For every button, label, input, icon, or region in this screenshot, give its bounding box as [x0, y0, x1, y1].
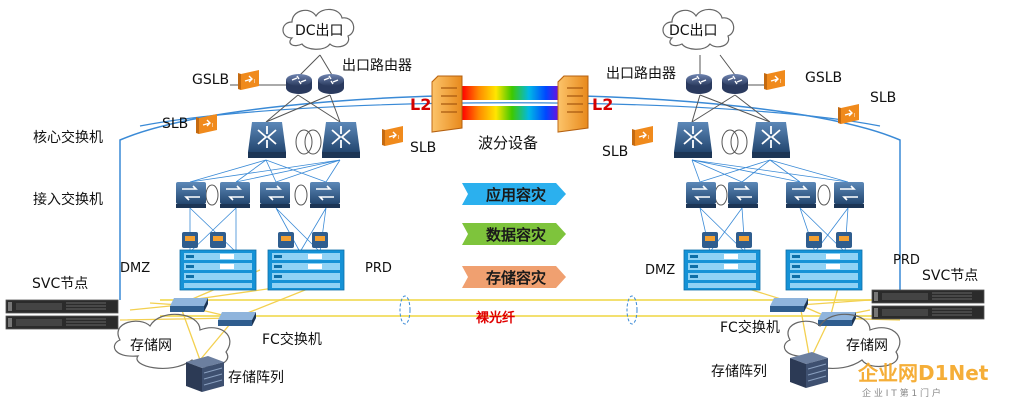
right-storage-array-label: 存储阵列 — [711, 364, 767, 380]
firewall-icon — [836, 232, 852, 248]
wdm-device-label: 波分设备 — [478, 134, 538, 152]
left-slb-label: SLB — [162, 116, 188, 132]
right-gslb-label: GSLB — [805, 70, 842, 86]
l2-left-label: L2 — [410, 95, 431, 114]
access-switch-icon — [727, 181, 759, 209]
dr-storage-badge: 存储容灾 — [462, 266, 566, 288]
left-prd-label: PRD — [365, 261, 392, 276]
server-rack-icon — [267, 249, 345, 291]
storage-array-icon — [789, 351, 829, 389]
left-core-switch-label: 核心交换机 — [33, 129, 103, 146]
svc-server-icon — [871, 289, 985, 304]
left-dmz-label: DMZ — [120, 261, 150, 276]
dark-fiber-label: 裸光纤 — [476, 310, 515, 326]
link-lines — [119, 54, 901, 361]
right-slb-label: SLB — [870, 90, 896, 106]
right-exit-router-label: 出口路由器 — [606, 66, 676, 82]
left-svc-node-label: SVC节点 — [32, 276, 88, 292]
dr-data-label: 数据容灾 — [486, 226, 547, 244]
core-switch-icon — [247, 121, 287, 159]
core-switch-icon — [751, 121, 791, 159]
left-dc-exit-label: DC出口 — [295, 23, 344, 39]
dr-storage-label: 存储容灾 — [486, 269, 547, 287]
firewall-icon — [736, 232, 752, 248]
core-switch-icon — [321, 121, 361, 159]
dr-data-badge: 数据容灾 — [462, 223, 566, 245]
watermark-tagline: 企 业 I T 第 1 门 户 — [862, 387, 941, 399]
left-gslb-label: GSLB — [192, 72, 229, 88]
router-icon — [721, 73, 749, 95]
access-switch-icon — [219, 181, 251, 209]
firewall-icon — [278, 232, 294, 248]
slb-device-icon — [837, 103, 860, 125]
access-switch-icon — [685, 181, 717, 209]
server-rack-icon — [785, 249, 863, 291]
firewall-icon — [312, 232, 328, 248]
access-switch-icon — [785, 181, 817, 209]
access-switch-icon — [259, 181, 291, 209]
right-prd-label: PRD — [893, 253, 920, 268]
watermark-logo: 企业网D1Net — [857, 361, 989, 385]
right-fc-switch-label: FC交换机 — [720, 319, 780, 336]
wdm-beam-bottom — [462, 106, 562, 120]
l2-right-label: L2 — [592, 95, 613, 114]
core-switch-icon — [673, 121, 713, 159]
server-rack-icon — [179, 249, 257, 291]
firewall-icon — [210, 232, 226, 248]
wdm-device-icon — [431, 75, 463, 133]
storage-network-cloud — [113, 313, 231, 369]
server-rack-icon — [683, 249, 761, 291]
right-dmz-label: DMZ — [645, 263, 675, 278]
right-slb-label-2: SLB — [602, 144, 628, 160]
access-switch-icon — [833, 181, 865, 209]
router-icon — [285, 73, 313, 95]
slb-device-icon — [631, 125, 654, 147]
dr-app-badge: 应用容灾 — [462, 183, 566, 205]
firewall-icon — [182, 232, 198, 248]
fc-switch-icon — [218, 312, 256, 326]
left-storage-array-label: 存储阵列 — [228, 370, 284, 386]
wdm-beam-top — [462, 86, 562, 100]
firewall-icon — [806, 232, 822, 248]
svc-server-icon — [871, 305, 985, 320]
svc-server-icon — [5, 315, 119, 330]
fc-switch-icon — [170, 298, 208, 312]
firewall-icon — [702, 232, 718, 248]
access-switch-icon — [309, 181, 341, 209]
slb-device-icon — [763, 69, 786, 91]
left-slb-label-2: SLB — [410, 140, 436, 156]
wdm-device-icon — [557, 75, 589, 133]
wdm-link — [431, 75, 589, 133]
right-svc-node-label: SVC节点 — [922, 268, 978, 284]
access-switch-icon — [175, 181, 207, 209]
router-icon — [685, 73, 713, 95]
storage-array-icon — [185, 355, 225, 393]
left-access-switch-label: 接入交换机 — [33, 191, 103, 208]
left-exit-router-label: 出口路由器 — [342, 58, 412, 74]
right-dc-exit-label: DC出口 — [669, 23, 718, 39]
router-icon — [317, 73, 345, 95]
left-storage-net-label: 存储网 — [130, 338, 172, 354]
svc-server-icon — [5, 299, 119, 314]
slb-device-icon — [381, 125, 404, 147]
dr-app-label: 应用容灾 — [486, 186, 547, 204]
left-fc-switch-label: FC交换机 — [262, 331, 322, 348]
right-storage-net-label: 存储网 — [846, 338, 888, 354]
fc-switch-icon — [770, 298, 808, 312]
slb-device-icon — [237, 69, 260, 91]
d1net-watermark: 企业网D1Net 企 业 I T 第 1 门 户 — [857, 361, 989, 399]
